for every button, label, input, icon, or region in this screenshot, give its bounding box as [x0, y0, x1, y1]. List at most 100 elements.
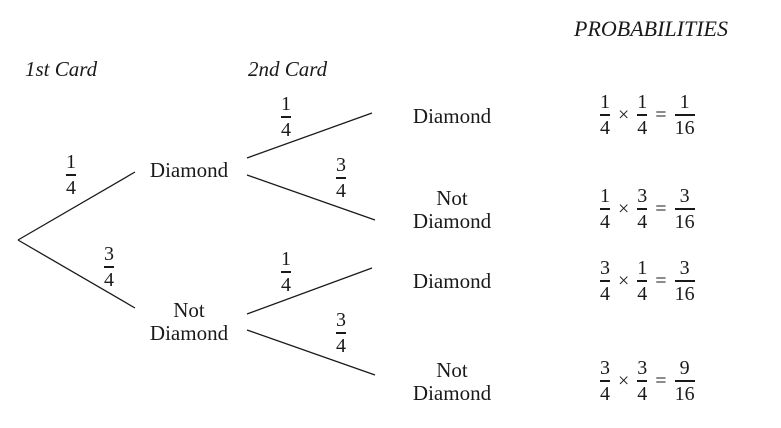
fraction-bar	[600, 114, 610, 116]
fraction-bar	[104, 266, 114, 268]
leaf-label-line1: Not	[436, 358, 468, 382]
node-label-line1: Not	[173, 298, 205, 322]
times-sign: ×	[618, 269, 630, 292]
branch-dn	[246, 174, 376, 221]
numerator: 9	[679, 357, 690, 379]
numerator: 3	[600, 257, 610, 279]
denominator: 4	[600, 211, 610, 233]
denominator: 16	[674, 383, 695, 405]
node-not-diamond: Not Diamond	[134, 299, 244, 345]
denominator: 16	[674, 211, 695, 233]
branch-dd	[246, 112, 373, 159]
denominator: 4	[637, 383, 648, 405]
fraction-bar	[600, 280, 610, 282]
numerator: 3	[679, 257, 690, 279]
equals-sign: =	[655, 197, 667, 220]
numerator: 1	[600, 91, 610, 113]
denominator: 4	[600, 117, 610, 139]
numerator: 3	[637, 357, 648, 379]
second-card-header: 2nd Card	[248, 57, 328, 81]
fraction-bar	[674, 114, 695, 116]
fraction-bar	[674, 380, 695, 382]
leaf-label-line2: Diamond	[412, 209, 492, 233]
denominator: 4	[66, 177, 76, 199]
fraction-bar	[637, 208, 648, 210]
numerator: 1	[600, 185, 610, 207]
branch-root-diamond	[17, 171, 136, 241]
denominator: 4	[600, 383, 610, 405]
branch-nn	[246, 329, 376, 376]
denominator: 16	[674, 283, 695, 305]
numerator: 1	[66, 151, 76, 173]
numerator: 1	[679, 91, 690, 113]
fraction-bar	[600, 380, 610, 382]
denominator: 4	[336, 335, 346, 357]
fraction-bar	[637, 280, 648, 282]
fraction-bar	[336, 332, 346, 334]
leaf-label-line2: Diamond	[412, 381, 492, 405]
denominator: 4	[600, 283, 610, 305]
fraction-bar	[600, 208, 610, 210]
denominator: 4	[281, 119, 291, 141]
node-diamond: Diamond	[149, 158, 229, 182]
times-sign: ×	[618, 369, 630, 392]
equals-sign: =	[655, 103, 667, 126]
first-card-header: 1st Card	[25, 57, 98, 81]
numerator: 1	[281, 93, 291, 115]
numerator: 1	[637, 257, 648, 279]
fraction-bar	[281, 116, 291, 118]
probabilities-header: PROBABILITIES	[574, 16, 728, 41]
denominator: 4	[637, 117, 648, 139]
equals-sign: =	[655, 269, 667, 292]
numerator: 1	[637, 91, 648, 113]
numerator: 3	[637, 185, 648, 207]
fraction-bar	[281, 271, 291, 273]
denominator: 4	[637, 283, 648, 305]
times-sign: ×	[618, 103, 630, 126]
branch-root-not-diamond	[17, 239, 136, 309]
fraction-bar	[674, 208, 695, 210]
denominator: 16	[674, 117, 695, 139]
denominator: 4	[104, 269, 114, 291]
fraction-bar	[336, 177, 346, 179]
denominator: 4	[281, 274, 291, 296]
leaf-diamond-1: Diamond	[412, 104, 492, 128]
numerator: 3	[104, 243, 114, 265]
fraction-bar	[674, 280, 695, 282]
node-label-line2: Diamond	[149, 321, 229, 345]
leaf-not-diamond-1: Not Diamond	[397, 187, 507, 233]
fraction-bar	[66, 174, 76, 176]
numerator: 3	[600, 357, 610, 379]
fraction-bar	[637, 380, 648, 382]
equals-sign: =	[655, 369, 667, 392]
branch-nd	[246, 267, 373, 315]
numerator: 3	[679, 185, 690, 207]
leaf-not-diamond-2: Not Diamond	[397, 359, 507, 405]
denominator: 4	[336, 180, 346, 202]
leaf-diamond-2: Diamond	[412, 269, 492, 293]
denominator: 4	[637, 211, 648, 233]
fraction-bar	[637, 114, 648, 116]
